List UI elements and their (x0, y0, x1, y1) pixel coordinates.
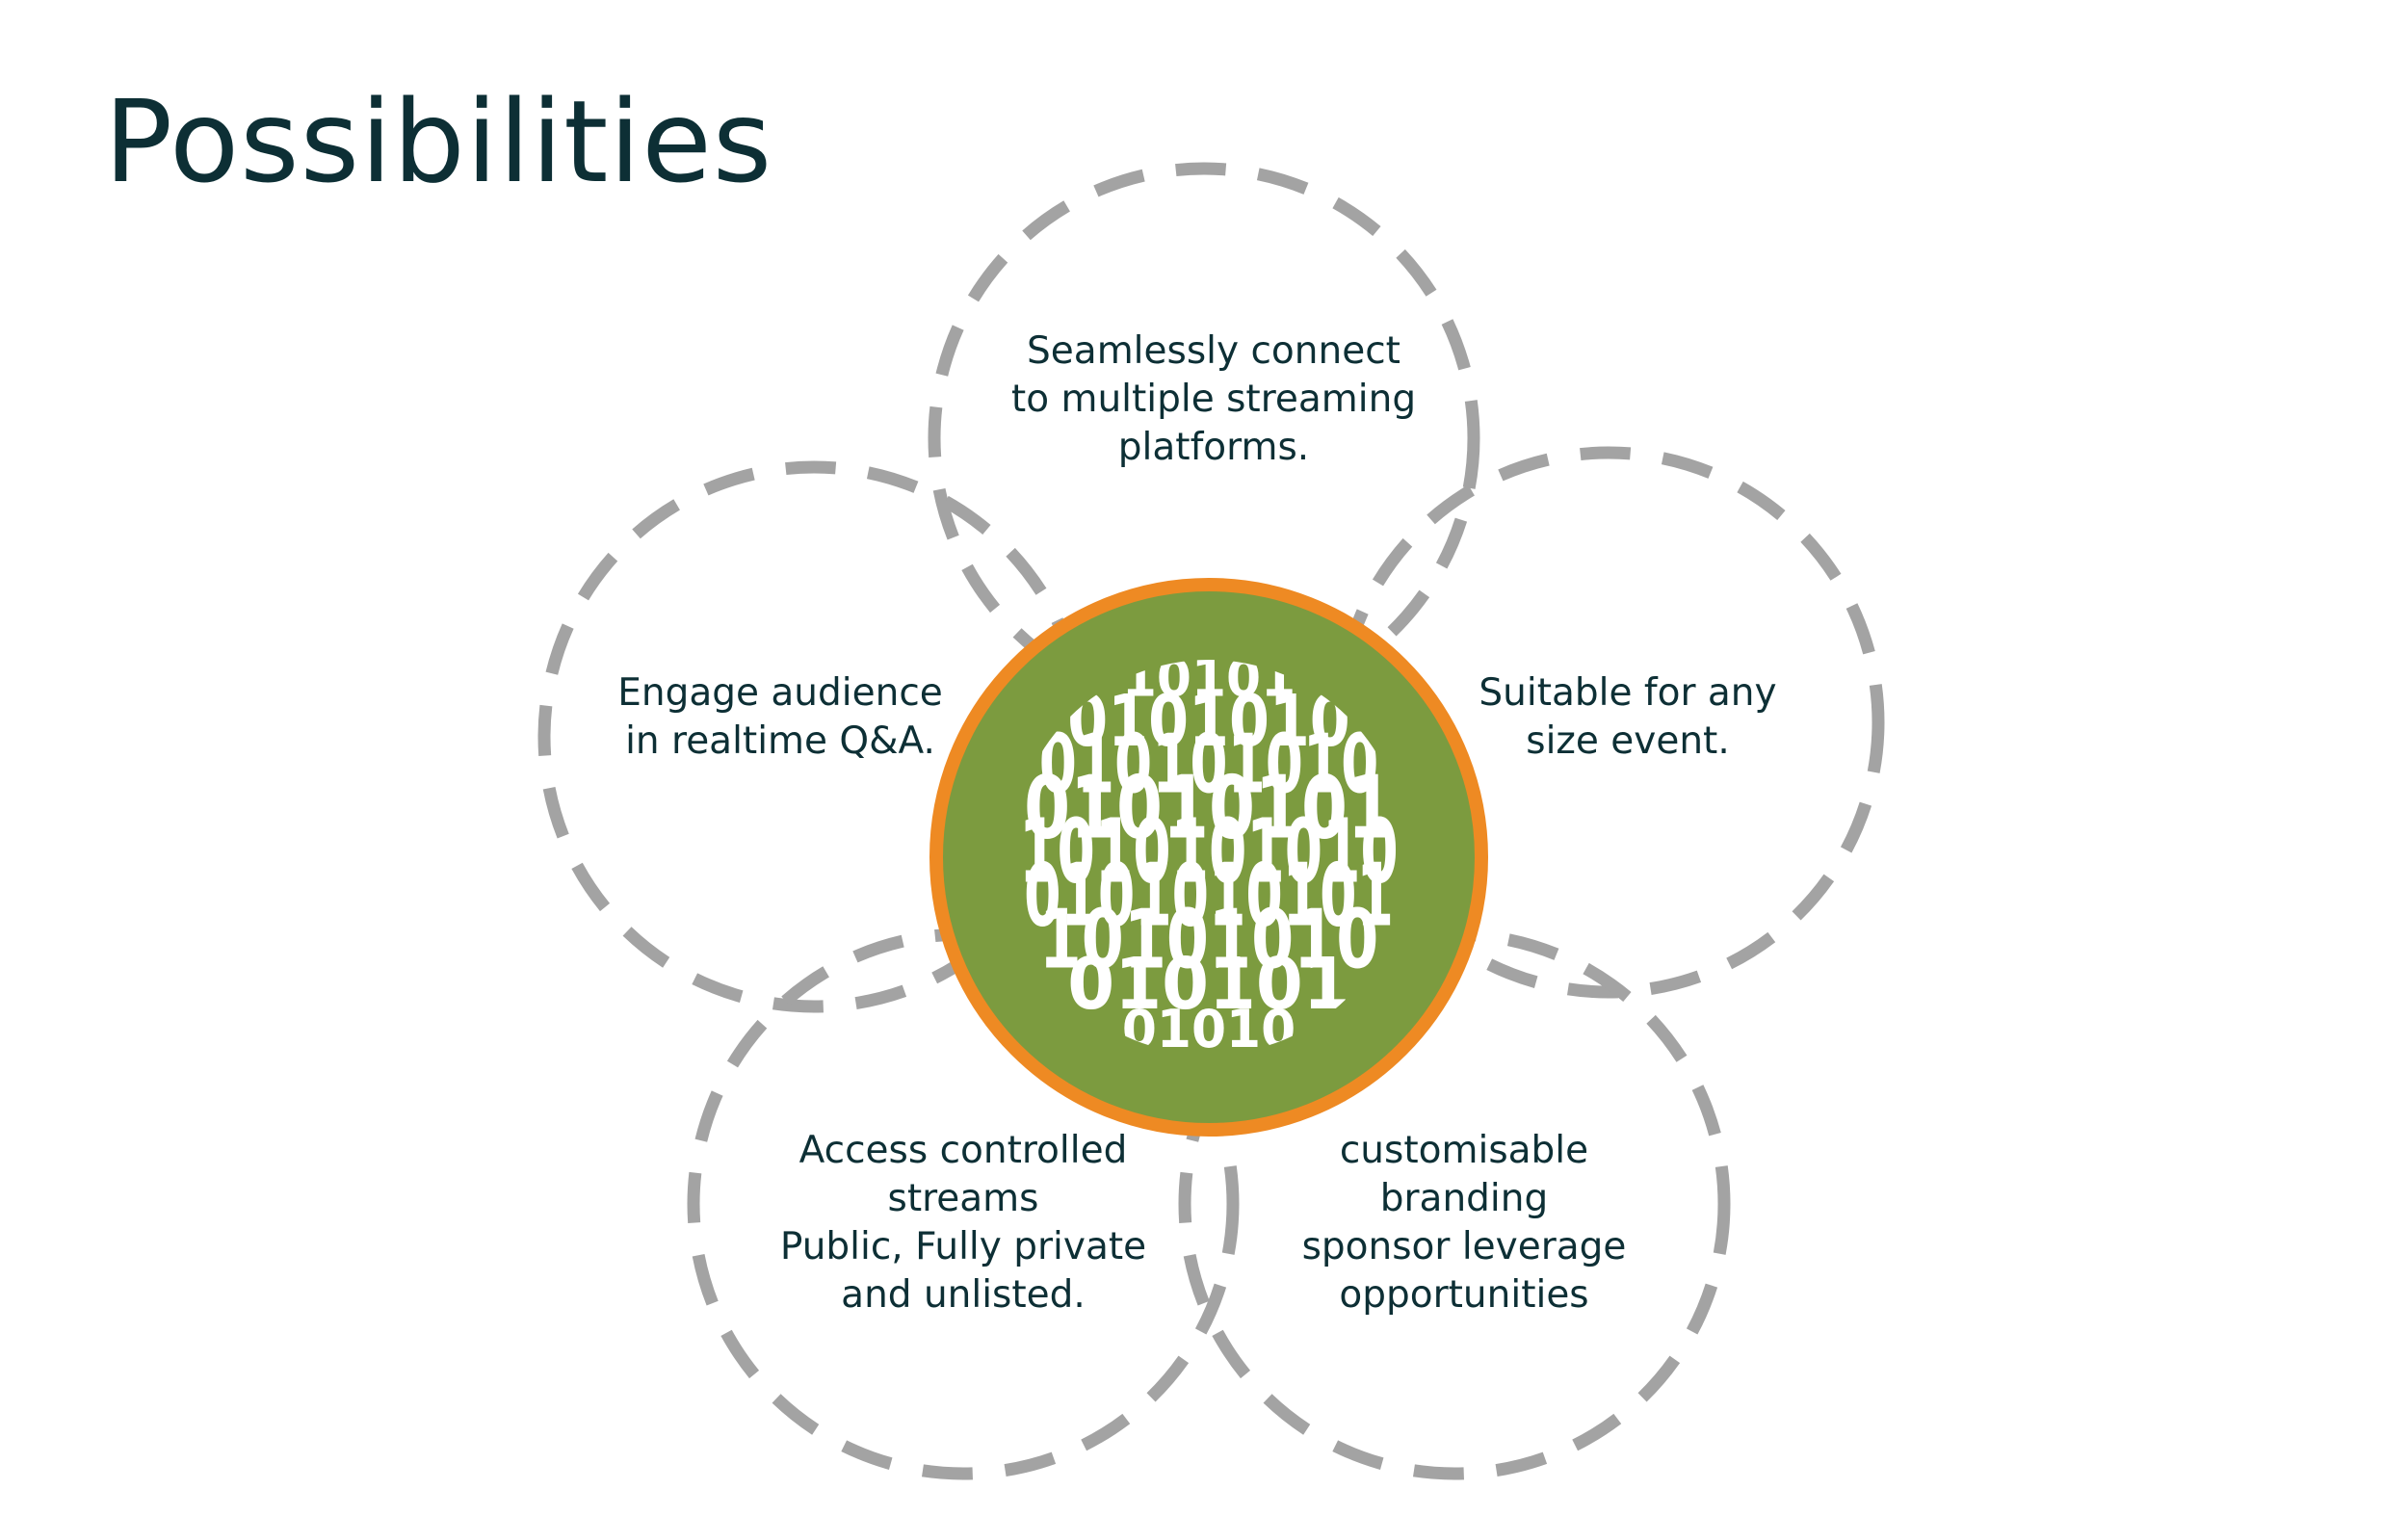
binary-digits-row: 1010101010 (1019, 799, 1399, 902)
binary-digits-row: 010101 (1067, 943, 1349, 1026)
binary-globe-icon: 1010101010100101010100101010110101010100… (1019, 660, 1399, 1059)
bubble-right-line: size event. (1526, 719, 1730, 763)
binary-digits-row: 0101010101 (1024, 845, 1394, 946)
binary-digits-row: 01010 (1122, 999, 1296, 1059)
bubble-left-text: Engage audience in realtime Q&A. (539, 669, 1021, 766)
bubble-top-line: platforms. (1117, 426, 1310, 469)
binary-digits-row: 010101010 (1039, 716, 1379, 811)
center-core-circle (929, 578, 1488, 1137)
bubble-bottom-right-text: customisable branding sponsor leverage o… (1214, 1127, 1714, 1320)
binary-digits-row: 01010101 (1024, 757, 1394, 858)
bubble-bottom-left-line: Public, Fully private (779, 1225, 1147, 1268)
bubble-left-line: in realtime Q&A. (625, 719, 935, 763)
bubble-bottom-right-line: sponsor leverage (1301, 1225, 1627, 1268)
bubble-bottom-right-line: opportunities (1339, 1273, 1589, 1317)
bubble-right-line: Suitable for any (1479, 671, 1777, 715)
bubble-bottom-left-line: Access controlled (798, 1129, 1128, 1172)
bubble-bottom-left-text: Access controlled streams Public, Fully … (713, 1127, 1214, 1320)
binary-digits-row: 10101010 (1039, 892, 1379, 987)
binary-digits-row: 0101010 (1067, 680, 1349, 763)
bubble-bottom-right-line: branding (1379, 1177, 1549, 1220)
bubble-left-line: Engage audience (617, 671, 943, 715)
bubble-top-text: Seamlessly connect to multiple streaming… (963, 327, 1464, 472)
bubble-bottom-left-line: and unlisted. (841, 1273, 1086, 1317)
page-title: Possibilities (104, 75, 773, 208)
bubble-top-line: to multiple streaming (1010, 378, 1417, 421)
bubble-bottom-left-line: streams (887, 1177, 1039, 1220)
bubble-top-line: Seamlessly connect (1027, 329, 1400, 373)
bubble-right-text: Suitable for any size event. (1387, 669, 1869, 766)
bubble-bottom-right-line: customisable (1339, 1129, 1589, 1172)
